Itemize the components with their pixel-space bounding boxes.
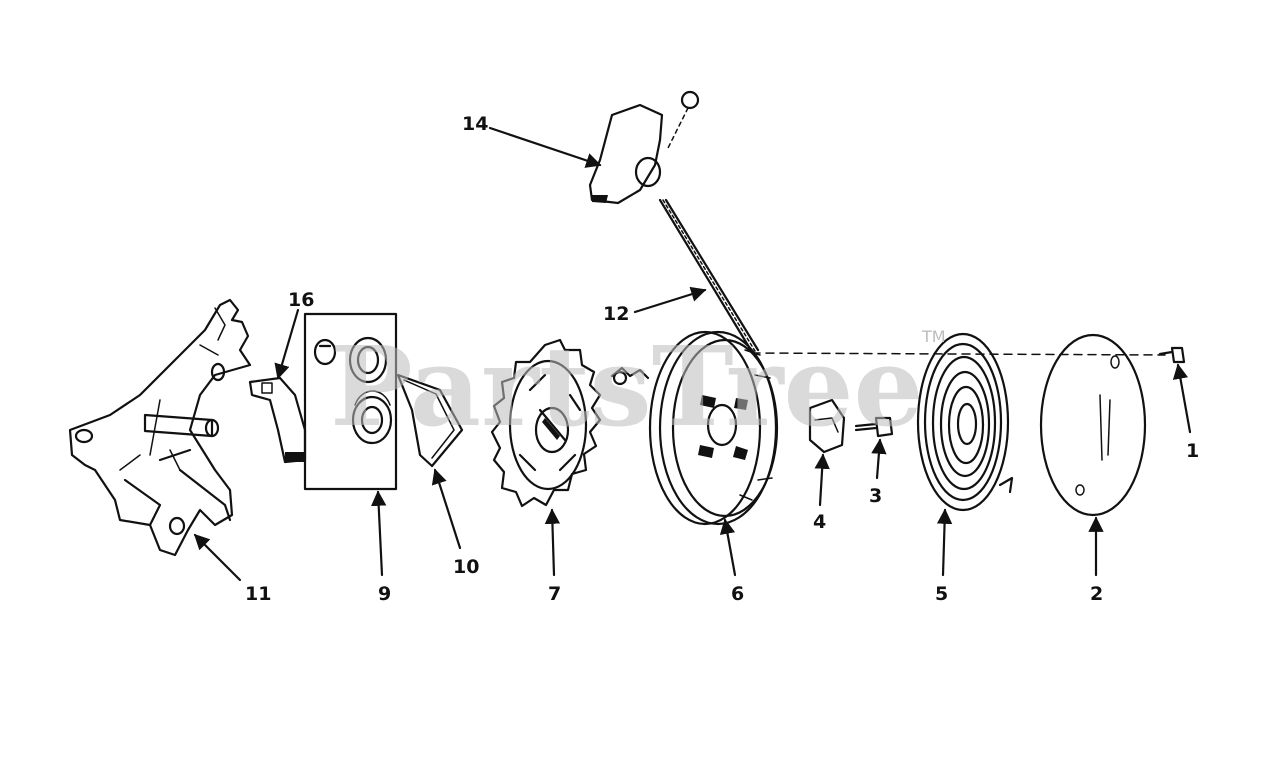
callout-10: 10 (453, 556, 479, 578)
part-16-lever (248, 376, 307, 464)
part-11-bracket (68, 298, 252, 557)
watermark-tm: TM (921, 327, 946, 346)
callout-4: 4 (813, 511, 826, 533)
callout-16: 16 (288, 289, 314, 311)
part-1-screw (1158, 346, 1186, 364)
small-spring (610, 366, 650, 386)
callout-6: 6 (731, 583, 744, 605)
part-12-rope (658, 198, 760, 354)
part-5-recoil-spring (916, 332, 1014, 512)
callout-12: 12 (603, 303, 629, 325)
watermark-text: PartsTree (330, 322, 924, 451)
assembly-centerline (751, 352, 1166, 356)
part-3-screw (854, 416, 894, 438)
part-4-retainer (808, 398, 846, 454)
callout-7: 7 (548, 583, 561, 605)
callout-9: 9 (378, 583, 391, 605)
callout-14: 14 (462, 113, 488, 135)
callout-2: 2 (1090, 583, 1103, 605)
part-2-cover (1039, 333, 1147, 517)
callout-3: 3 (869, 485, 882, 507)
part-7-gear (490, 338, 602, 508)
part-9-seal-kit (303, 312, 398, 491)
callout-1: 1 (1186, 440, 1199, 462)
callout-11: 11 (245, 583, 271, 605)
part-14-handle (588, 90, 700, 205)
callout-labels: 14 12 16 11 9 10 7 6 4 3 5 2 1 (245, 113, 1199, 605)
callout-arrows (193, 126, 1192, 582)
callout-5: 5 (935, 583, 948, 605)
part-10-spring-clip (396, 373, 464, 468)
